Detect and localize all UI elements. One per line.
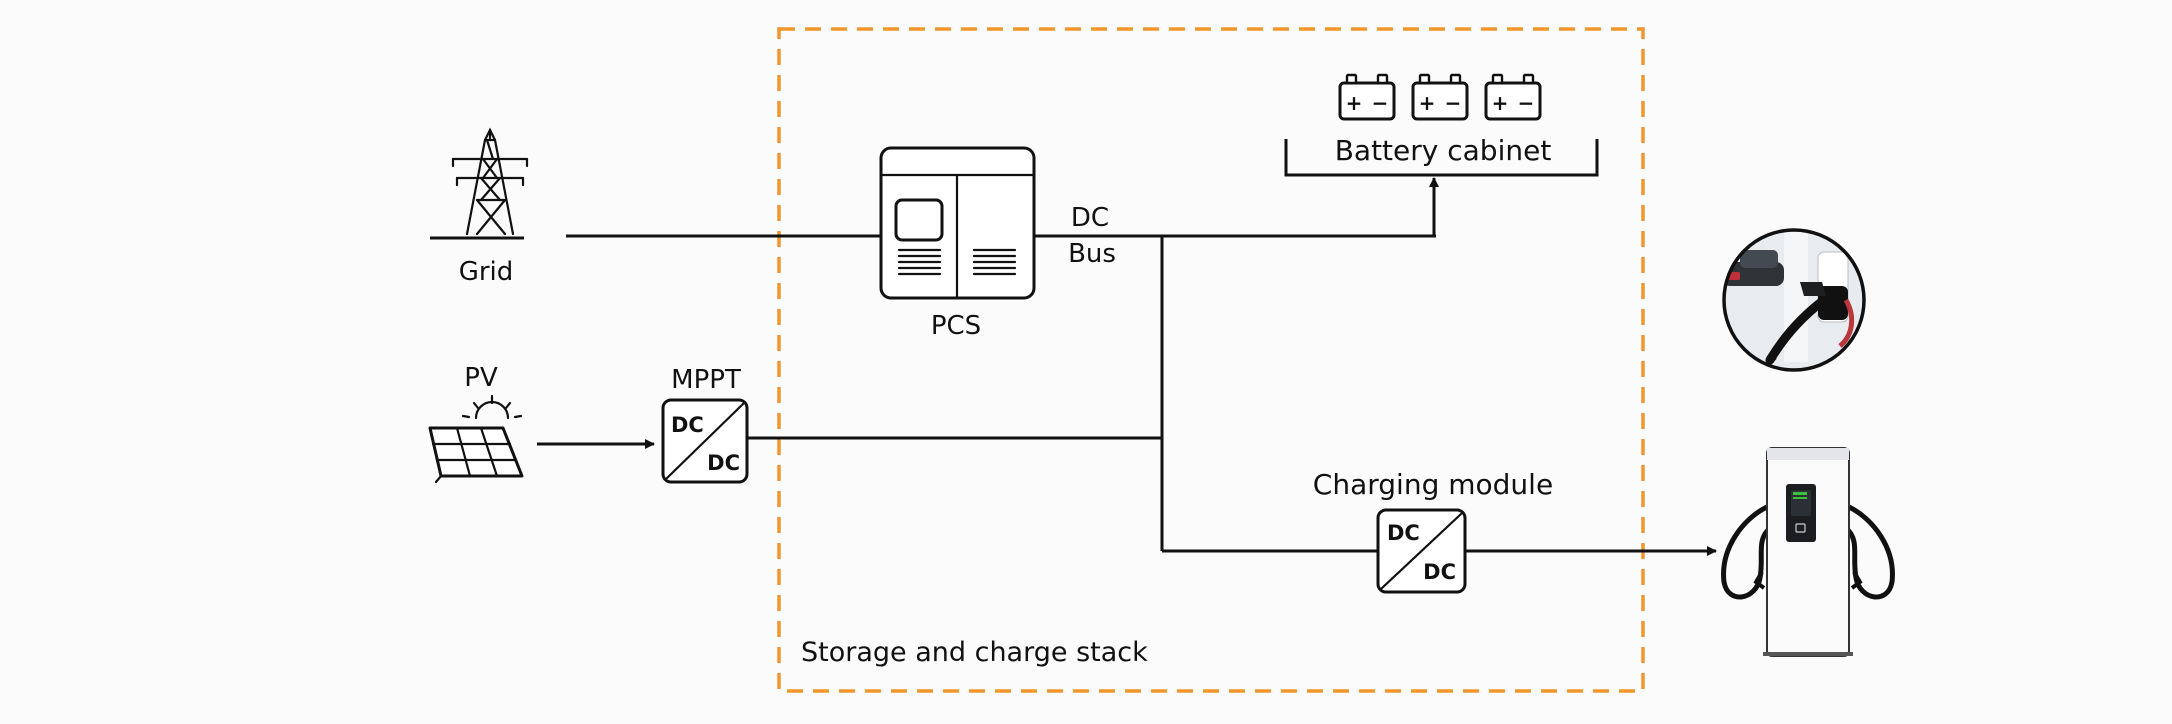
connection-lines <box>537 177 1717 556</box>
stack-label: Storage and charge stack <box>801 637 1148 668</box>
dc-bus-label-line1: DC <box>1071 203 1109 233</box>
charging-module-output-label: DC <box>1423 560 1456 584</box>
mppt-input-label: DC <box>671 413 704 437</box>
battery-minus-sign: − <box>1445 91 1462 115</box>
battery-icon: + − <box>1484 73 1542 121</box>
battery-plus-sign: + <box>1419 91 1436 115</box>
battery-minus-sign: − <box>1372 91 1389 115</box>
battery-plus-sign: + <box>1492 91 1509 115</box>
charging-module-label: Charging module <box>1313 468 1553 501</box>
pv-label: PV <box>464 363 498 393</box>
grid-label: Grid <box>459 257 514 287</box>
battery-icon: + − <box>1411 73 1469 121</box>
battery-plus-sign: + <box>1346 91 1363 115</box>
dc-bus-label-line2: Bus <box>1068 239 1116 269</box>
solar-panel-icon <box>428 394 524 484</box>
stack-boundary <box>777 27 1645 693</box>
battery-minus-sign: − <box>1518 91 1535 115</box>
battery-cabinet-bracket <box>1284 139 1599 177</box>
mppt-converter: DC DC <box>661 398 749 484</box>
transmission-tower-icon <box>430 127 529 240</box>
battery-cabinet: + − + − + − Battery cabinet <box>1284 73 1599 177</box>
mppt-output-label: DC <box>707 451 740 475</box>
charging-module-input-label: DC <box>1387 521 1420 545</box>
charging-module-converter: DC DC <box>1376 508 1467 594</box>
battery-icon: + − <box>1338 73 1396 121</box>
mppt-label: MPPT <box>671 365 741 395</box>
pcs-label: PCS <box>931 311 981 341</box>
ev-charging-photo-icon <box>1722 228 1866 372</box>
power-conversion-cabinet-icon <box>879 146 1036 300</box>
battery-cabinet-label: Battery cabinet <box>1335 134 1552 167</box>
ev-charging-station-icon <box>1721 447 1895 657</box>
